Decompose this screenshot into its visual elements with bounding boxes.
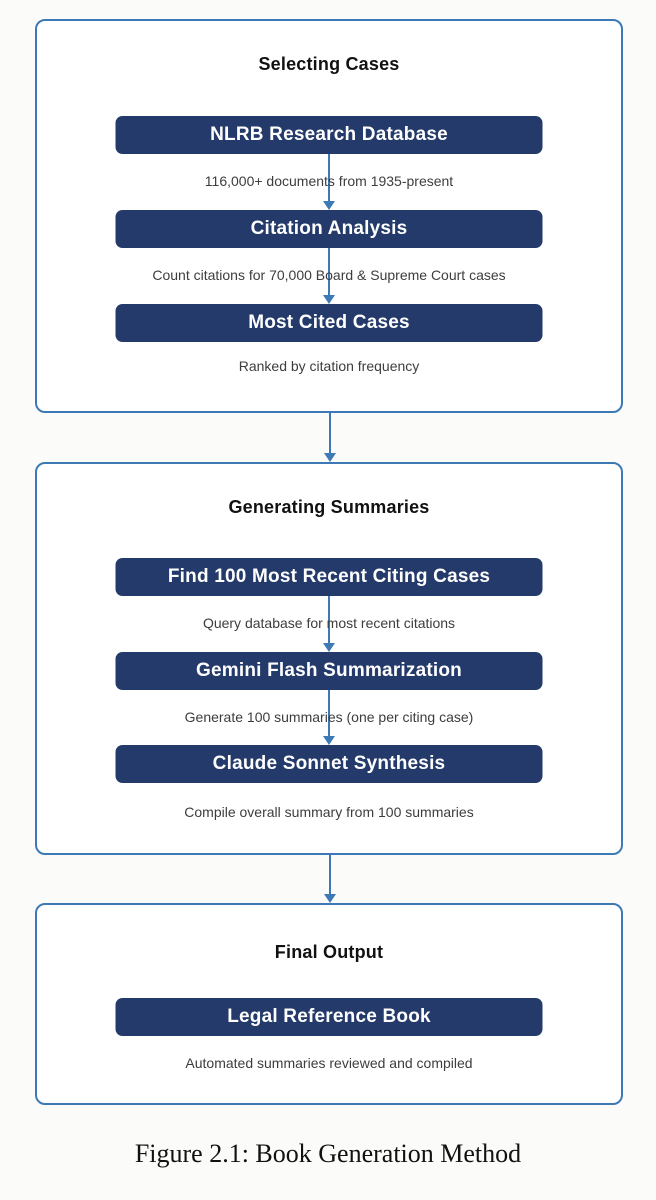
step-note: Compile overall summary from 100 summari… <box>184 804 474 820</box>
down-arrow <box>323 248 335 304</box>
step-box-gemini-flash-summarization: Gemini Flash Summarization <box>115 652 543 690</box>
figure-caption: Figure 2.1: Book Generation Method <box>134 1139 522 1168</box>
down-arrow <box>323 154 335 210</box>
down-arrow <box>324 855 336 903</box>
step-note: Count citations for 70,000 Board & Supre… <box>152 267 506 283</box>
down-arrow <box>324 413 336 462</box>
step-box-find-100-most-recent-citing-cases: Find 100 Most Recent Citing Cases <box>115 558 543 596</box>
down-arrow <box>323 596 335 652</box>
step-box-legal-reference-book: Legal Reference Book <box>115 998 543 1036</box>
section-generating-summaries: Generating Summaries Find 100 Most Recen… <box>35 462 623 855</box>
step-note: Generate 100 summaries (one per citing c… <box>184 709 474 725</box>
section-selecting-cases: Selecting Cases NLRB Research Database 1… <box>35 19 623 413</box>
section-title: Selecting Cases <box>258 54 400 74</box>
step-note: Ranked by citation frequency <box>238 358 420 374</box>
step-box-claude-sonnet-synthesis: Claude Sonnet Synthesis <box>115 745 543 783</box>
step-note: 116,000+ documents from 1935-present <box>204 173 454 189</box>
step-note: Automated summaries reviewed and compile… <box>185 1055 473 1071</box>
step-box-citation-analysis: Citation Analysis <box>115 210 543 248</box>
section-title: Generating Summaries <box>228 497 430 517</box>
step-box-most-cited-cases: Most Cited Cases <box>115 304 543 342</box>
section-final-output: Final Output Legal Reference Book Automa… <box>35 903 623 1105</box>
section-title: Final Output <box>274 942 384 962</box>
step-note: Query database for most recent citations <box>202 615 456 631</box>
down-arrow <box>323 690 335 745</box>
step-box-nlrb-research-database: NLRB Research Database <box>115 116 543 154</box>
